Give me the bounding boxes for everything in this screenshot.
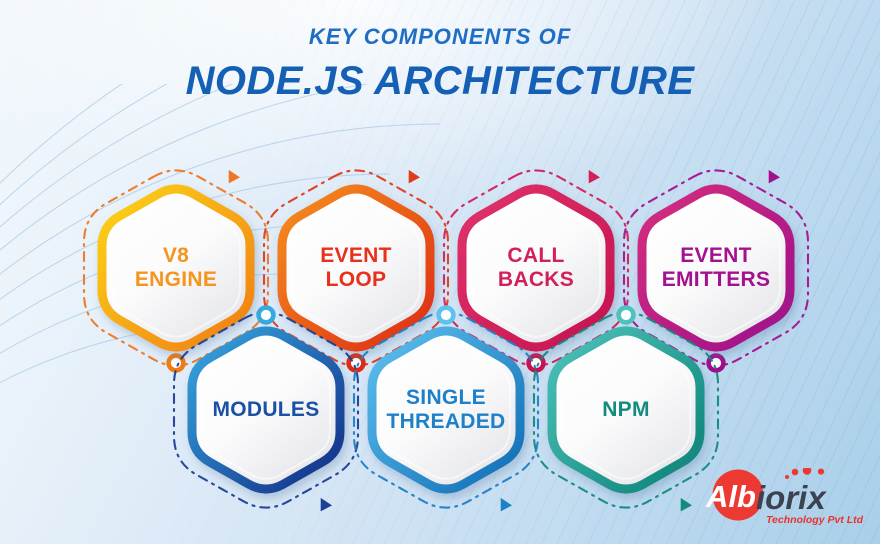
- hex-dashed-outline: [172, 311, 360, 509]
- kicker-text: KEY COMPONENTS OF: [308, 24, 572, 49]
- header-block: KEY COMPONENTS OF NODE.JS ARCHITECTURE: [0, 24, 880, 104]
- hex-connector-knob: [616, 305, 636, 325]
- hex-flow-arrowhead: [768, 169, 780, 184]
- hex-flow-arrowhead: [680, 497, 692, 512]
- hex-flow-arrowhead: [408, 169, 420, 184]
- component-hex-modules[interactable]: MODULES: [172, 305, 360, 512]
- logo-dots: [785, 468, 825, 479]
- logo-mark-text: Alb: [705, 479, 756, 514]
- logo-red-circle: [712, 469, 764, 521]
- hex-flow-arrowhead: [500, 497, 512, 512]
- hex-border: [547, 326, 705, 494]
- hex-flow-arrowhead: [588, 169, 600, 184]
- hex-flow-arrowhead: [228, 169, 240, 184]
- hex-connector-knob: [256, 305, 276, 325]
- hex-border: [367, 326, 525, 494]
- brand-logo[interactable]: Alb iorix Technology Pvt Ltd: [688, 468, 866, 534]
- hex-connector-knob: [436, 305, 456, 325]
- hex-border: [187, 326, 345, 494]
- page-title: NODE.JS ARCHITECTURE: [185, 59, 695, 103]
- logo-word-text: iorix: [756, 479, 827, 516]
- hex-inner-highlight: [201, 340, 331, 480]
- hex-flow-arrowhead: [320, 497, 332, 512]
- hex-dashed-outline: [532, 311, 720, 509]
- hex-inner-highlight: [381, 340, 511, 480]
- logo-tagline: Technology Pvt Ltd: [766, 514, 864, 526]
- hex-inner-highlight: [561, 340, 691, 480]
- hex-dashed-outline: [352, 311, 540, 509]
